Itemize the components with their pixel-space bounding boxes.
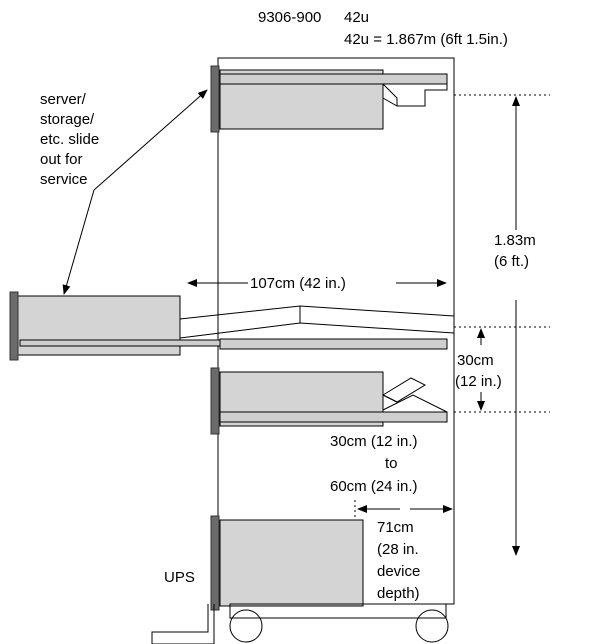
clearance-label-1: 30cm (12 in.) <box>330 433 418 450</box>
middle-drawer <box>210 367 448 435</box>
rack-height-label-1: 1.83m <box>494 232 536 249</box>
middle-drawer-bezel <box>210 367 220 435</box>
ups-bezel <box>210 515 220 611</box>
ups-unit <box>210 515 364 611</box>
height-spec-label: 42u = 1.867m (6ft 1.5in.) <box>344 31 508 48</box>
slide-out-drawer-bezel <box>9 291 19 361</box>
clearance-label-3: 60cm (24 in.) <box>330 478 418 495</box>
slide-out-arrow-to-rack <box>93 89 208 191</box>
rack-base <box>151 603 449 644</box>
device-depth-label-3: device <box>377 563 420 580</box>
device-depth-label-1: 71cm <box>377 519 414 536</box>
top-drawer <box>210 65 448 133</box>
left-caster-wheel <box>229 609 263 643</box>
clearance-label-2: to <box>385 455 398 472</box>
device-depth-label-4: depth) <box>377 585 420 602</box>
slide-out-note-line-2: storage/ <box>40 111 95 128</box>
slide-out-note-line-4: out for <box>40 151 83 168</box>
stabilizer-foot <box>151 604 215 644</box>
rack-width-label: 107cm (42 in.) <box>250 275 346 292</box>
slide-out-drawer <box>9 291 455 361</box>
top-drawer-bezel <box>210 65 220 133</box>
slide-out-note-line-3: etc. slide <box>40 131 99 148</box>
right-caster-wheel <box>415 609 449 643</box>
slide-out-note-line-1: server/ <box>40 91 87 108</box>
units-label: 42u <box>344 9 369 26</box>
device-depth-label-2: (28 in. <box>377 541 419 558</box>
ups-label: UPS <box>164 569 195 586</box>
slide-out-note-line-5: service <box>40 171 88 188</box>
drawer-gap-label-2: (12 in.) <box>455 373 502 390</box>
drawer-gap-label-1: 30cm <box>457 352 494 369</box>
slide-out-arrow-to-drawer <box>62 189 95 295</box>
model-label: 9306-900 <box>258 9 321 26</box>
rack-height-label-2: (6 ft.) <box>494 253 529 270</box>
